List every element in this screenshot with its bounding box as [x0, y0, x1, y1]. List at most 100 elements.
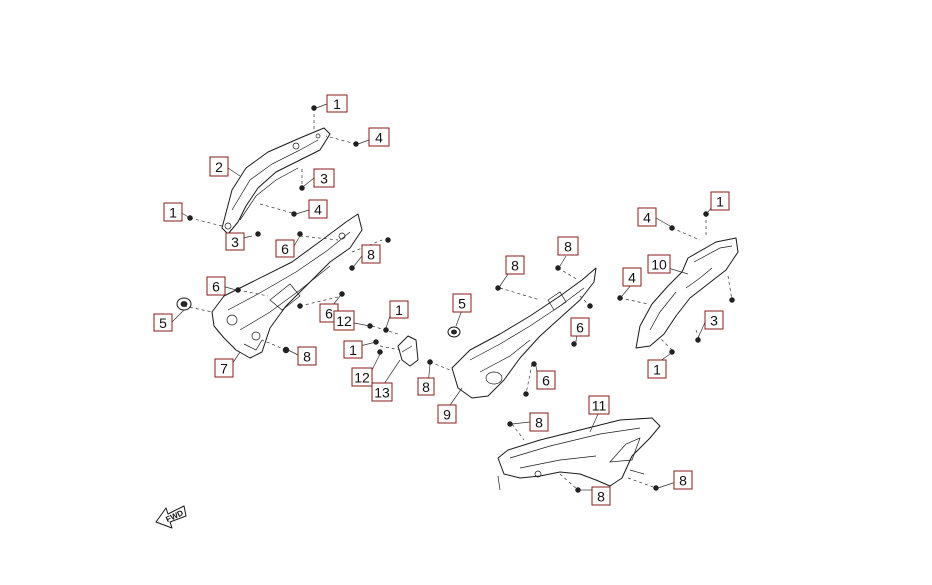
callout-number: 4: [375, 130, 383, 146]
part-frame-7: [211, 213, 363, 359]
callout-number: 2: [215, 159, 223, 175]
callout-box: [536, 370, 556, 390]
callout-c-5b: 5: [452, 293, 472, 313]
callout-number: 5: [159, 315, 167, 331]
callout-number: 7: [220, 361, 228, 377]
callout-number: 1: [349, 342, 357, 358]
callout-box: [505, 255, 525, 275]
callout-box: [209, 156, 229, 177]
callout-c-r-4b: 4: [622, 267, 642, 287]
callout-c-top-2: 2: [209, 156, 229, 177]
callout-box: [591, 486, 611, 506]
callout-c-mid-4: 4: [308, 199, 328, 219]
callout-box: [275, 239, 295, 258]
part-cover-9: [451, 267, 597, 399]
fwd-label: FWD: [164, 508, 185, 524]
callout-box: [361, 244, 381, 264]
callout-c-8c: 8: [417, 377, 435, 396]
callout-number: 1: [169, 205, 177, 221]
callout-number: 1: [653, 362, 661, 378]
callout-c-1c: 1: [343, 340, 363, 359]
callout-number: 6: [542, 373, 550, 389]
callout-c-8d: 8: [505, 255, 525, 275]
callout-number: 13: [374, 385, 390, 401]
callout-number: 8: [679, 473, 687, 489]
callout-c-12b: 12: [351, 367, 373, 387]
callout-number: 1: [395, 302, 403, 318]
callout-number: 4: [643, 210, 651, 226]
callout-number: 3: [231, 234, 239, 250]
callout-number: 4: [314, 202, 322, 218]
callout-number: 6: [325, 306, 333, 322]
callout-c-top-1: 1: [326, 94, 348, 113]
fasteners: [187, 105, 735, 493]
callout-number: 3: [710, 313, 718, 329]
part-grommet-5a: [176, 297, 192, 311]
callout-c-1b: 1: [389, 300, 409, 319]
callout-box: [437, 404, 457, 424]
callout-c-9: 9: [437, 404, 457, 424]
callout-box: [297, 346, 317, 366]
callout-box: [308, 199, 328, 219]
callout-c-top-3a: 3: [225, 232, 245, 251]
callout-c-8b: 8: [297, 346, 317, 366]
callout-c-8e: 8: [557, 236, 579, 256]
callout-box: [326, 94, 348, 113]
callout-box: [647, 254, 671, 274]
callout-number: 8: [303, 349, 311, 365]
part-bracket-2: [221, 127, 331, 235]
callout-number: 6: [281, 241, 289, 257]
callout-box: [417, 377, 435, 396]
callout-box: [389, 300, 409, 319]
callout-number: 1: [716, 194, 724, 210]
callout-number: 8: [511, 258, 519, 274]
part-bracket-13: [397, 335, 419, 367]
callout-c-top-4: 4: [368, 127, 390, 147]
callout-c-6a: 6: [275, 239, 295, 258]
callout-number: 12: [336, 313, 352, 329]
callout-box: [647, 359, 667, 379]
callout-number: 8: [564, 239, 572, 255]
callout-number: 8: [597, 489, 605, 505]
callout-c-r-3: 3: [704, 310, 724, 330]
callout-number: 8: [422, 379, 430, 395]
callout-box: [206, 276, 226, 296]
callout-box: [704, 310, 724, 330]
part-cover-10: [635, 237, 739, 349]
callout-c-6b: 6: [206, 276, 226, 296]
callout-c-8g: 8: [591, 486, 611, 506]
callout-box: [570, 317, 590, 337]
callout-box: [163, 202, 183, 222]
callout-box: [673, 470, 693, 490]
callout-c-left-1: 1: [163, 202, 183, 222]
callout-number: 6: [576, 320, 584, 336]
callout-c-top-3b: 3: [313, 168, 335, 188]
callout-box: [368, 127, 390, 147]
callout-number: 4: [628, 270, 636, 286]
callout-number: 9: [443, 407, 451, 423]
callout-box: [588, 395, 610, 415]
callout-box: [225, 232, 245, 251]
callout-c-r-1b: 1: [647, 359, 667, 379]
callout-number: 6: [212, 279, 220, 295]
fwd-arrow-icon: FWD: [155, 505, 187, 529]
callout-box: [351, 367, 373, 387]
callout-box: [529, 412, 549, 432]
callout-box: [313, 168, 335, 188]
callout-number: 8: [367, 247, 375, 263]
callout-number: 1: [333, 96, 341, 112]
callout-box: [557, 236, 579, 256]
callout-c-8f: 8: [529, 412, 549, 432]
callout-box: [710, 191, 730, 211]
callout-box: [452, 293, 472, 313]
callout-box: [622, 267, 642, 287]
callout-c-8a: 8: [361, 244, 381, 264]
callout-box: [637, 207, 657, 227]
callout-number: 11: [592, 398, 607, 414]
callout-number: 8: [535, 415, 543, 431]
callout-box: [343, 340, 363, 359]
callout-box: [371, 382, 393, 402]
callout-number: 5: [458, 296, 466, 312]
callout-number: 10: [651, 257, 667, 273]
